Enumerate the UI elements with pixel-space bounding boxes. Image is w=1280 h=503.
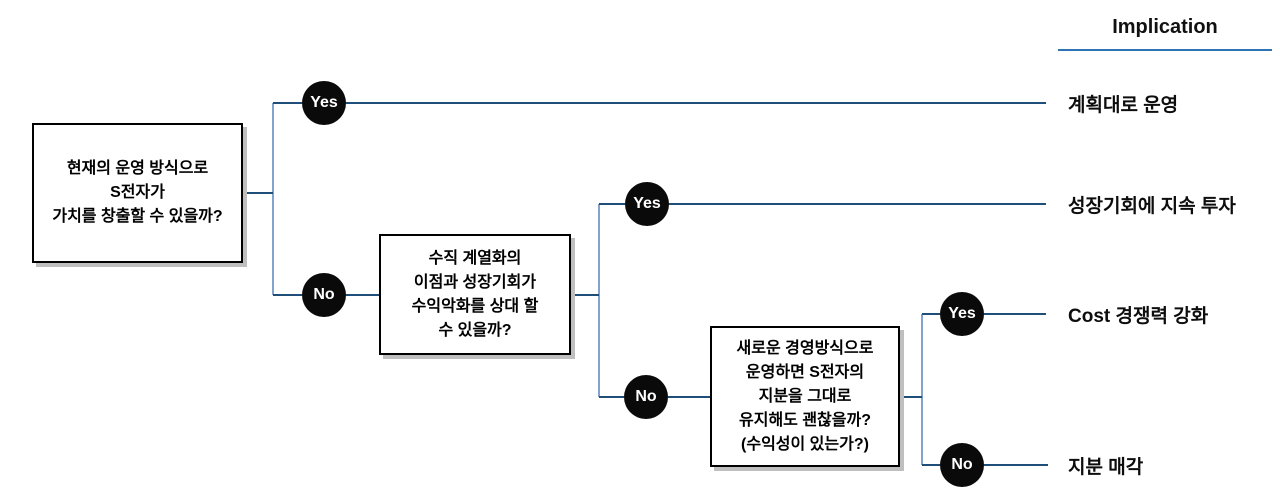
outcome-label-4: 지분 매각: [1068, 456, 1144, 478]
decision-node-3-text: 새로운 경영방식으로 운영하면 S전자의 지분을 그대로 유지해도 괜찮을까? …: [736, 339, 874, 453]
implication-header-underline: [1058, 49, 1272, 51]
decision-node-2-text: 수직 계열화의 이점과 성장기회가 수익악화를 상대 할 수 있을까?: [411, 249, 539, 339]
decision-node-2: 수직 계열화의 이점과 성장기회가 수익악화를 상대 할 수 있을까?: [379, 234, 571, 355]
branch-2-yes-badge: Yes: [625, 182, 669, 226]
branch-1-no-badge: No: [302, 273, 346, 317]
decision-node-1-text: 현재의 운영 방식으로 S전자가 가치를 창출할 수 있을까?: [52, 160, 223, 225]
branch-3-yes-badge: Yes: [940, 292, 984, 336]
branch-3-no-badge: No: [940, 443, 984, 487]
outcome-label-3: Cost 경쟁력 강화: [1068, 305, 1209, 327]
outcome-label-1: 계획대로 운영: [1068, 94, 1179, 116]
decision-node-1: 현재의 운영 방식으로 S전자가 가치를 창출할 수 있을까?: [32, 123, 243, 263]
outcome-label-2: 성장기회에 지속 투자: [1068, 195, 1236, 217]
branch-2-no-badge: No: [624, 375, 668, 419]
implication-header: Implication: [1112, 16, 1218, 38]
decision-node-3: 새로운 경영방식으로 운영하면 S전자의 지분을 그대로 유지해도 괜찮을까? …: [710, 326, 900, 467]
branch-1-yes-badge: Yes: [302, 81, 346, 125]
